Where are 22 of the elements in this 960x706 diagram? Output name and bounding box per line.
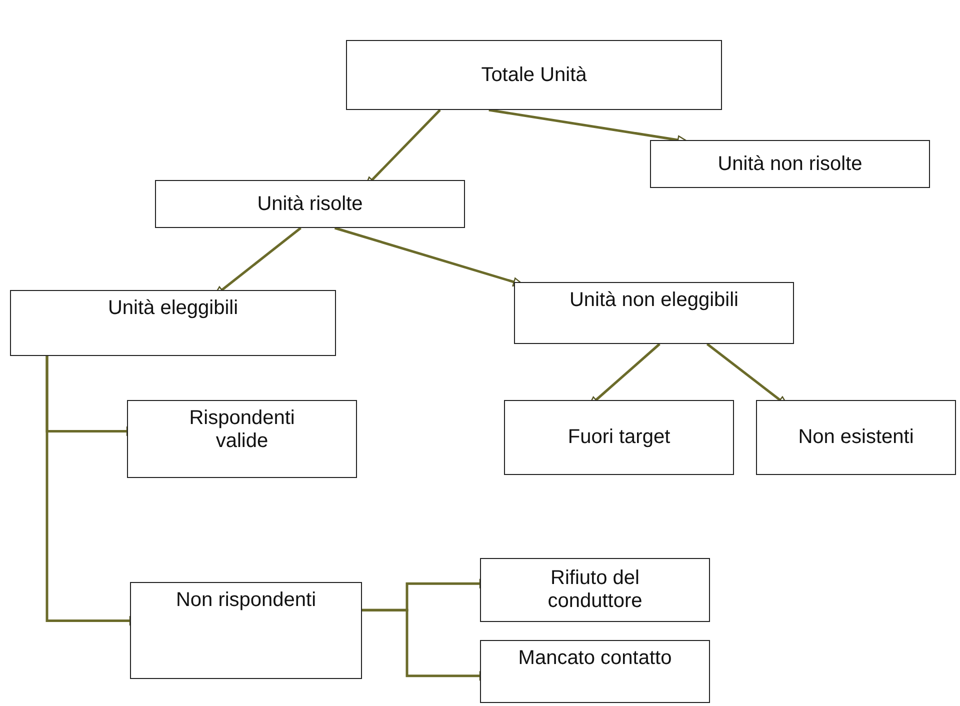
category-box xyxy=(480,640,710,703)
node-label: Unità non risolte xyxy=(718,152,862,176)
node-label: Non rispondenti xyxy=(176,589,316,612)
node-label: Mancato contatto xyxy=(518,647,672,670)
node-label: Totale Unità xyxy=(481,64,587,86)
node-label: Unità non eleggibili xyxy=(569,289,738,312)
node-label: Non esistenti xyxy=(798,426,914,449)
node-label: Unità risolte xyxy=(257,192,363,216)
node-label: Rispondenti valide xyxy=(188,407,296,453)
node-label: Rifiuto del conduttore xyxy=(546,567,644,613)
node-label: Fuori target xyxy=(568,426,670,449)
category-box xyxy=(514,282,794,344)
category-box xyxy=(480,558,710,622)
category-box xyxy=(504,400,734,475)
category-box xyxy=(155,180,465,228)
category-box xyxy=(346,40,722,110)
category-box xyxy=(756,400,956,475)
category-box xyxy=(10,290,336,356)
category-box xyxy=(127,400,357,478)
category-box xyxy=(130,582,362,679)
category-box xyxy=(650,140,930,188)
node-label: Unità eleggibili xyxy=(108,297,238,320)
